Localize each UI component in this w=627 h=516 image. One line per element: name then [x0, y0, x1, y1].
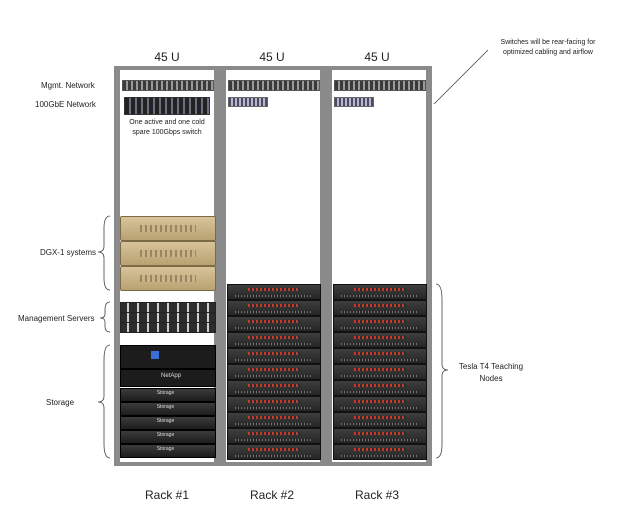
mgmt-switch-rack2 [228, 80, 320, 91]
dgx-system-1 [120, 216, 216, 241]
rack2-capacity-label: 45 U [259, 50, 285, 64]
t4-node-r2-9 [227, 412, 321, 428]
t4-node-r3-9 [333, 412, 427, 428]
storage-shelf-4: Storage [120, 430, 216, 444]
rack2-label: Rack #2 [249, 488, 295, 502]
t4-node-r2-6 [227, 364, 321, 380]
rack3-capacity-label: 45 U [364, 50, 390, 64]
t4-node-r2-4 [227, 332, 321, 348]
spare-switch-note: One active and one cold spare 100Gbps sw… [129, 119, 205, 136]
dgx-label: DGX-1 systems [40, 248, 97, 257]
dgx-brace [97, 215, 111, 291]
t4-node-r2-11 [227, 444, 321, 460]
storage-brand-label: NetApp [161, 373, 182, 379]
100gbe-switch-rack1 [124, 97, 210, 115]
tesla-t4-label: Tesla T4 Teaching Nodes [458, 362, 524, 383]
storage-controller [120, 345, 216, 369]
dgx-system-2 [120, 241, 216, 266]
t4-node-r3-2 [333, 300, 427, 316]
storage-bezel: NetApp [120, 369, 216, 387]
management-server-3 [120, 322, 216, 333]
storage-logo-icon [151, 351, 159, 359]
storage-shelf-2: Storage [120, 402, 216, 416]
t4-node-r2-8 [227, 396, 321, 412]
storage-shelf-1: Storage [120, 388, 216, 402]
mgmt-network-label: Mgmt. Network [41, 81, 95, 90]
t4-node-r3-7 [333, 380, 427, 396]
t4-node-r3-10 [333, 428, 427, 444]
100gbe-network-label: 100GbE Network [35, 100, 96, 109]
t4-node-r3-6 [333, 364, 427, 380]
mgmt-switch-rack1 [122, 80, 214, 91]
storage-brace [97, 344, 111, 459]
rack1-label: Rack #1 [144, 488, 190, 502]
management-servers-label: Management Servers [18, 314, 95, 323]
100gbe-switch-rack2 [228, 97, 268, 107]
t4-node-r2-7 [227, 380, 321, 396]
t4-node-r2-1 [227, 284, 321, 300]
storage-shelf-5: Storage [120, 444, 216, 458]
t4-node-r2-5 [227, 348, 321, 364]
t4-node-r3-5 [333, 348, 427, 364]
t4-node-r3-4 [333, 332, 427, 348]
storage-label: Storage [46, 398, 75, 407]
t4-node-r2-10 [227, 428, 321, 444]
tesla-brace [435, 283, 449, 459]
switch-orientation-note: Switches will be rear-facing for optimiz… [500, 39, 596, 56]
t4-node-r3-8 [333, 396, 427, 412]
t4-node-r2-3 [227, 316, 321, 332]
rack1-capacity-label: 45 U [154, 50, 180, 64]
storage-shelf-3: Storage [120, 416, 216, 430]
mgmt-servers-brace [99, 301, 111, 333]
dgx-system-3 [120, 266, 216, 291]
switch-note-leader [433, 49, 489, 105]
mgmt-switch-rack3 [334, 80, 426, 91]
t4-node-r3-3 [333, 316, 427, 332]
rack3-label: Rack #3 [354, 488, 400, 502]
t4-node-r3-11 [333, 444, 427, 460]
t4-node-r2-2 [227, 300, 321, 316]
t4-node-r3-1 [333, 284, 427, 300]
100gbe-switch-rack3 [334, 97, 374, 107]
